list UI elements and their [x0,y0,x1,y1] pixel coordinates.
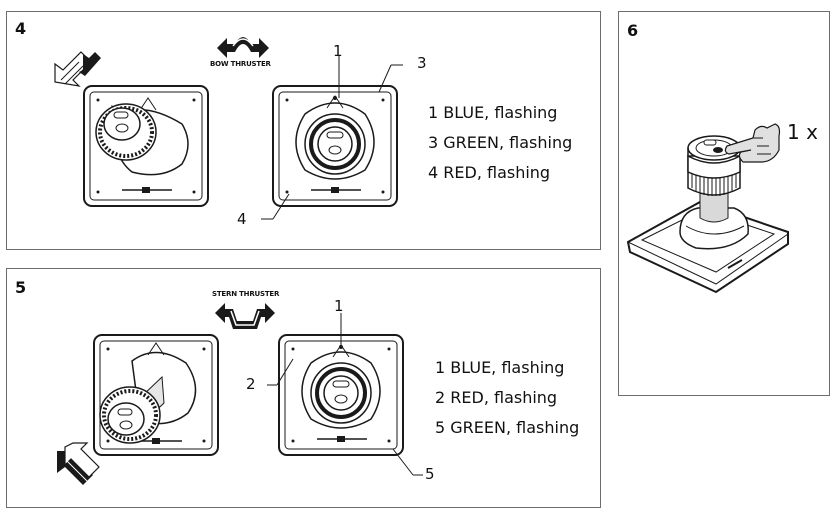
callout-4: 4 [237,210,247,228]
led-legend: 1 BLUE, flashing 3 GREEN, flashing 4 RED… [428,98,572,188]
legend-item: 2 RED, flashing [435,388,558,407]
panel-4: 4 BOW THRUSTER [6,11,601,250]
panel-number: 6 [627,21,639,40]
callout-3: 3 [417,54,427,72]
panel-5: 5 STERN THRUSTER [6,268,601,508]
joystick-centred [272,85,398,207]
tilt-arrow-icon [57,442,100,485]
callout-lines [267,313,423,476]
bow-thruster-label: BOW THRUSTER [210,60,271,68]
stern-thruster-label: STERN THRUSTER [212,290,280,298]
panel-6: 6 1 x [618,11,830,396]
callout-1: 1 [334,297,344,315]
stern-thruster-arrow-icon [215,303,275,329]
callout-lines [261,56,403,220]
press-count-label: 1 x [787,120,818,144]
legend-item: 5 GREEN, flashing [435,418,580,437]
joystick-tilted [83,85,209,207]
callout-5: 5 [425,465,435,483]
legend-item: 1 BLUE, flashing [435,358,565,377]
legend-item: 4 RED, flashing [428,163,551,182]
panel-number: 4 [15,19,27,38]
pointing-hand-icon [724,123,781,163]
callout-2: 2 [246,375,256,393]
tilt-arrow-icon [54,51,101,87]
legend-item: 3 GREEN, flashing [428,133,573,152]
bow-thruster-arrow-icon [217,37,269,58]
legend-item: 1 BLUE, flashing [428,103,558,122]
joystick-perspective [626,135,789,294]
led-legend: 1 BLUE, flashing 2 RED, flashing 5 GREEN… [435,353,579,443]
panel-number: 5 [15,278,27,297]
callout-1: 1 [333,42,343,60]
joystick-centred [278,334,404,456]
joystick-tilted [93,334,219,456]
